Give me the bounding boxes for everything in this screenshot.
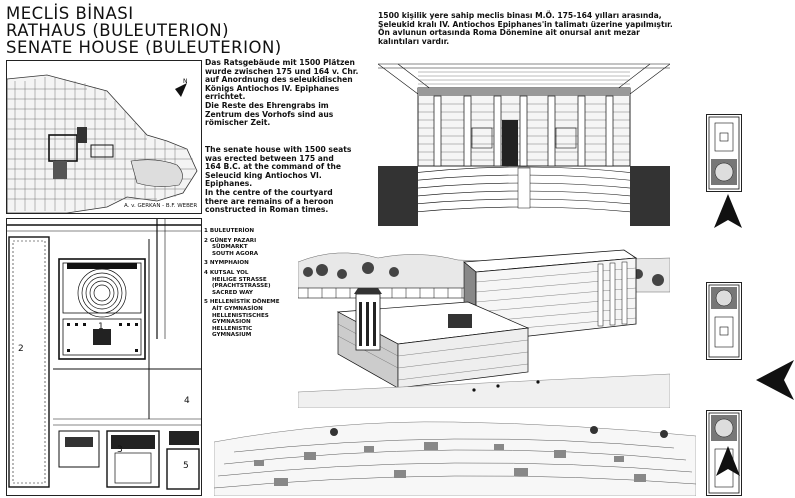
small-plan-3: [706, 410, 742, 496]
svg-text:N: N: [183, 78, 188, 85]
ruins-drawing: [214, 412, 696, 496]
legend-item-1: 1 BULEUTERİON: [204, 228, 255, 234]
plan-legend: 1 BULEUTERİON 2 GÜNEY PAZARI SÜDMARKT SO…: [204, 228, 300, 342]
plan-number-5: 5: [183, 461, 189, 471]
legend-item-5: 5 HELLENİSTİK DÖNEME AİT GYMNASİON HELLE…: [204, 299, 280, 339]
map-credit: A. v. GERKAN - B.F. WEBER: [124, 203, 198, 209]
title-german: RATHAUS (BULEUTERION): [6, 21, 230, 40]
view-arrow-1-icon: [714, 194, 742, 228]
legend-item-2: 2 GÜNEY PAZARI SÜDMARKT SOUTH AGORA: [204, 237, 259, 257]
view-arrow-3-icon: [716, 446, 740, 476]
city-map: N: [6, 60, 202, 214]
small-plan-2: [706, 282, 742, 360]
plan-number-1: 1: [98, 322, 104, 332]
legend-item-3: 3 NYMPHAION: [204, 260, 249, 267]
title-turkish: MECLİS BİNASI: [6, 4, 134, 23]
text-turkish: 1500 kişilik yere sahip meclis binası M.…: [378, 11, 673, 46]
interior-drawing: [378, 58, 670, 226]
legend-item-4: 4 KUTSAL YOL HEILIGE STRASSE (PRACHTSTRA…: [204, 269, 271, 296]
plan-number-4: 4: [184, 396, 190, 406]
plan-number-2: 2: [18, 344, 24, 354]
plan-number-3: 3: [117, 445, 123, 455]
text-german: Das Ratsgebäude mit 1500 Plätzen wurde z…: [205, 58, 359, 128]
exterior-reconstruction: [298, 232, 670, 408]
small-plan-1: [706, 114, 742, 192]
site-plan: [6, 218, 202, 496]
text-english: The senate house with 1500 seats was ere…: [205, 145, 352, 215]
title-english: SENATE HOUSE (BULEUTERION): [6, 38, 282, 57]
view-arrow-2-icon: [756, 360, 794, 400]
